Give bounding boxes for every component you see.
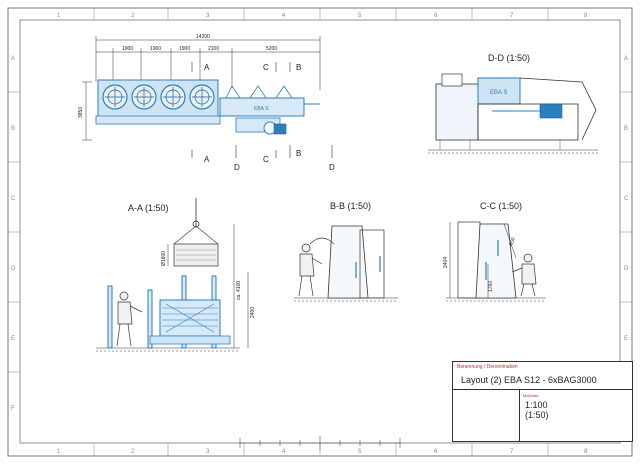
person-figure — [511, 253, 537, 297]
dim-segment: 5200 — [266, 46, 277, 52]
svg-text:6: 6 — [434, 449, 438, 455]
view-c-c: 2404 1760 850 — [443, 221, 546, 302]
section-mark-d: D — [329, 163, 335, 172]
svg-text:3: 3 — [206, 13, 210, 19]
svg-text:1: 1 — [57, 449, 61, 455]
svg-text:E: E — [11, 336, 15, 342]
section-mark-c: C — [263, 63, 269, 72]
dim-height: 3850 — [78, 107, 84, 118]
svg-text:2: 2 — [131, 13, 135, 19]
zone-ticks — [8, 8, 632, 456]
top-plan-view: 14200 1900 1900 1900 2100 5200 3850 EBA … — [78, 34, 335, 172]
svg-text:ca. 4100: ca. 4100 — [236, 281, 242, 300]
person-figure — [298, 243, 323, 297]
dim-segment: 1900 — [179, 46, 190, 52]
eba-machine — [219, 97, 305, 117]
view-a-a: Ø1800 ca. 4100 2400 — [96, 198, 256, 352]
svg-text:850: 850 — [508, 237, 517, 247]
svg-text:6: 6 — [434, 13, 438, 19]
svg-text:Ø1800: Ø1800 — [161, 251, 167, 266]
person-figure — [116, 291, 143, 347]
svg-text:7: 7 — [510, 449, 514, 455]
section-mark-a: A — [204, 63, 210, 72]
svg-text:2: 2 — [131, 449, 135, 455]
scale-bar — [239, 436, 401, 450]
svg-text:3: 3 — [206, 449, 210, 455]
scale-secondary: (1:50) — [525, 410, 549, 420]
dim-segment: 1900 — [150, 46, 161, 52]
dim-total-length: 14200 — [196, 34, 210, 40]
svg-text:7: 7 — [510, 13, 514, 19]
scale-label: Maßstab — [523, 393, 539, 398]
svg-text:4: 4 — [282, 13, 286, 19]
svg-text:EBA S: EBA S — [490, 90, 507, 96]
dim-segment: 1900 — [122, 46, 133, 52]
section-mark-b: B — [296, 149, 301, 158]
svg-text:2404: 2404 — [443, 257, 449, 268]
coiler-base — [95, 115, 221, 125]
dim-segment: 2100 — [208, 46, 219, 52]
view-title-c-c: C-C (1:50) — [480, 201, 523, 211]
section-mark-d: D — [234, 163, 240, 172]
view-title-a-a: A-A (1:50) — [128, 203, 169, 213]
svg-text:F: F — [11, 406, 15, 412]
svg-text:8: 8 — [584, 449, 588, 455]
svg-text:A: A — [624, 56, 628, 62]
zone-labels: 1 2 3 4 5 6 7 8 1 2 3 4 5 6 7 8 A B C D … — [11, 13, 629, 455]
svg-text:4: 4 — [282, 449, 286, 455]
svg-text:A: A — [11, 56, 15, 62]
view-title-d-d: D-D (1:50) — [488, 53, 531, 63]
view-title-b-b: B-B (1:50) — [330, 201, 372, 211]
title-label: Benennung / Denomination — [457, 364, 518, 370]
svg-text:D: D — [11, 266, 16, 272]
svg-text:B: B — [11, 126, 15, 132]
title-block: Benennung / Denomination Layout (2) EBA … — [452, 361, 633, 442]
view-d-d: EBA S — [428, 73, 598, 154]
section-mark-c: C — [263, 155, 269, 164]
svg-text:E: E — [624, 336, 628, 342]
title-divider — [453, 389, 632, 390]
view-b-b — [294, 225, 398, 302]
scale-primary: 1:100 — [525, 400, 548, 410]
section-mark-a: A — [204, 155, 210, 164]
svg-text:D: D — [624, 266, 629, 272]
section-mark-b: B — [296, 63, 301, 72]
title-divider — [519, 389, 520, 441]
svg-text:1: 1 — [57, 13, 61, 19]
svg-text:B: B — [624, 126, 628, 132]
svg-text:1760: 1760 — [488, 281, 494, 292]
svg-text:C: C — [624, 196, 629, 202]
svg-text:5: 5 — [358, 449, 362, 455]
svg-text:2400: 2400 — [250, 307, 256, 318]
svg-text:C: C — [11, 196, 16, 202]
svg-text:5: 5 — [358, 13, 362, 19]
svg-text:8: 8 — [584, 13, 588, 19]
drawing-title: Layout (2) EBA S12 - 6xBAG3000 — [461, 375, 597, 385]
machine-label: EBA S — [254, 106, 269, 112]
